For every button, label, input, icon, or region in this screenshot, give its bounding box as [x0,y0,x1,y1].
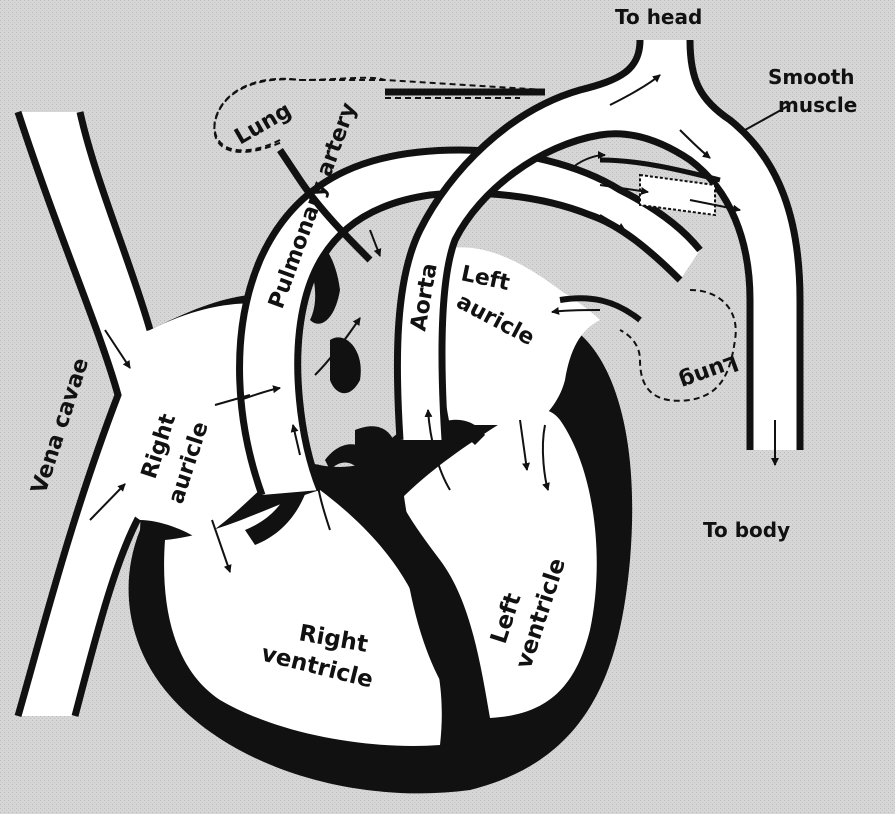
label-to-head: To head [615,5,702,29]
label-smooth-muscle-line2: muscle [778,93,857,117]
label-smooth-muscle-line1: Smooth [768,65,855,89]
label-to-body: To body [703,518,790,542]
